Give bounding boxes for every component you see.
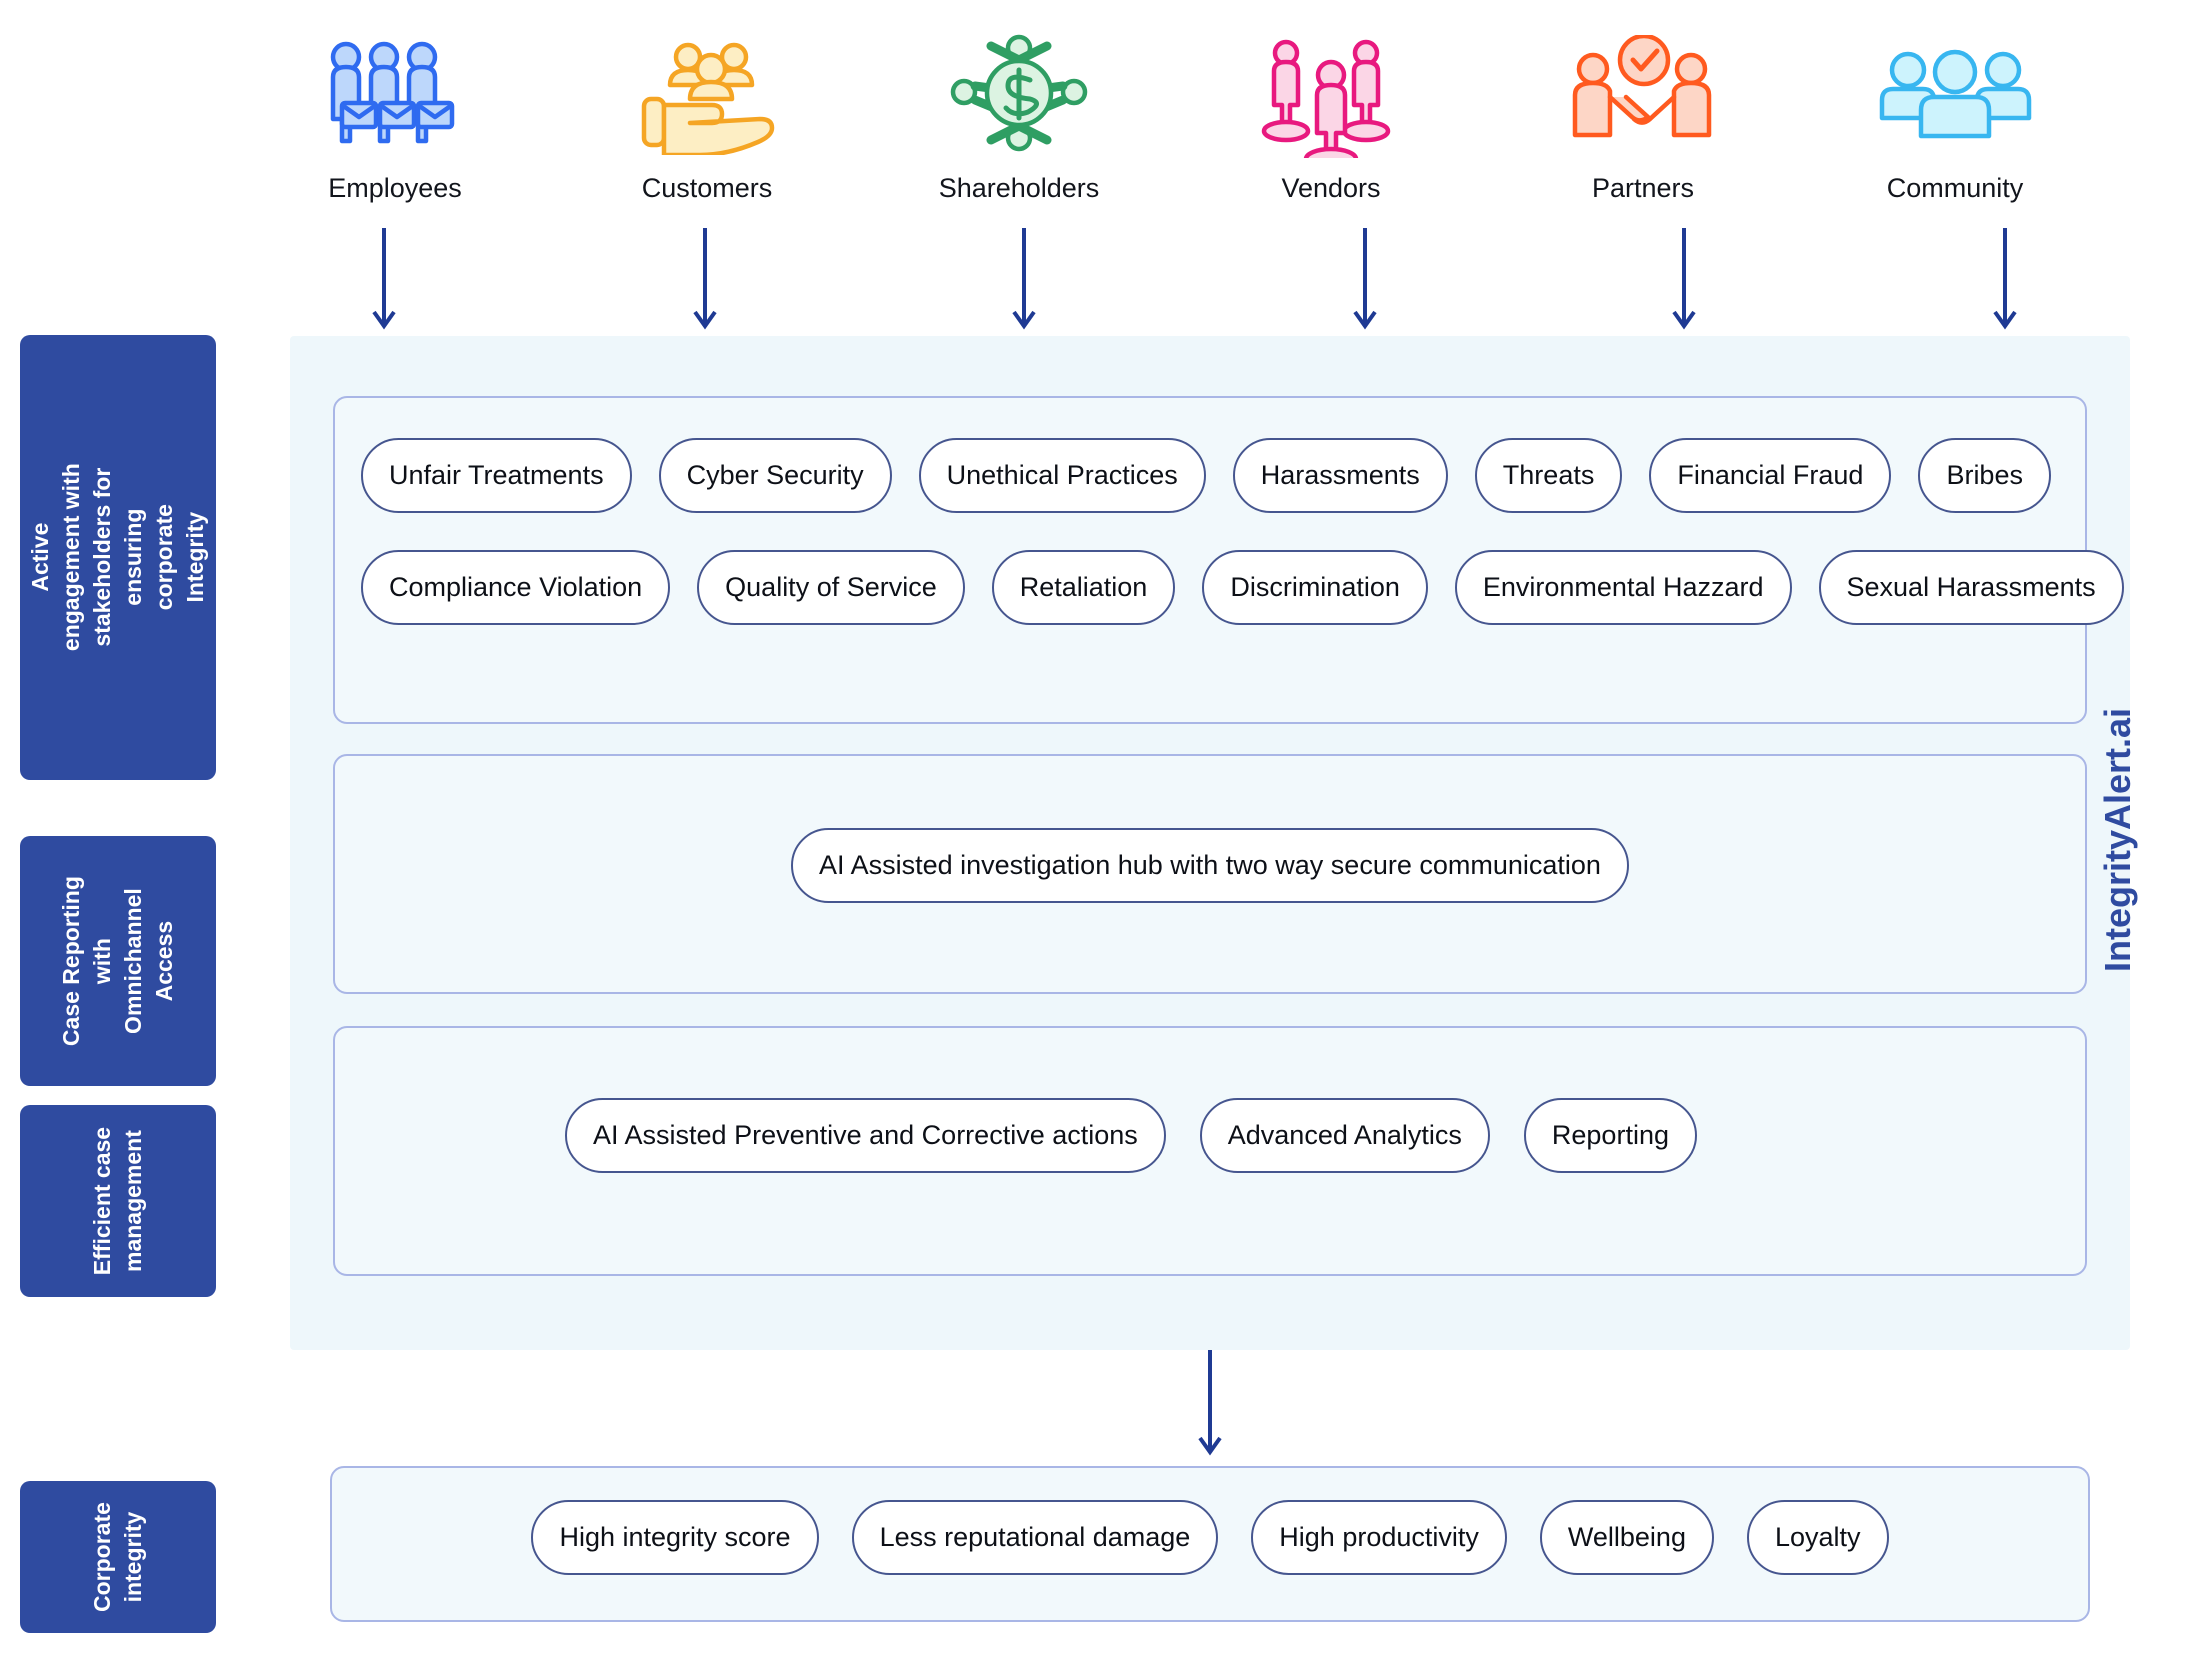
issue-pill[interactable]: Discrimination [1202,550,1428,625]
brand-logo: IntegrityAlert.ai [2088,640,2148,1040]
arrow-to-outcomes [1198,1350,1222,1456]
stakeholder-partners[interactable]: Partners [1538,20,1748,204]
outcome-pill[interactable]: High integrity score [531,1500,819,1575]
sidebar-box-corporate-integrity: Corporate integrity [20,1481,216,1633]
sidebar-box-case-reporting: Case Reporting with Omnichannel Access [20,836,216,1086]
stakeholder-label: Shareholders [938,173,1100,203]
sidebar-box-label: Case Reporting with Omnichannel Access [57,876,178,1046]
sidebar-box-label: Corporate integrity [88,1502,146,1612]
investigation-hub-pill[interactable]: AI Assisted investigation hub with two w… [791,828,1629,903]
outcome-pill[interactable]: High productivity [1251,1500,1507,1575]
stakeholder-vendors[interactable]: Vendors [1226,20,1436,204]
action-pill[interactable]: Reporting [1523,1098,1697,1173]
outcome-pill[interactable]: Wellbeing [1539,1500,1714,1575]
arrow-vendors [1353,228,1377,330]
stakeholder-employees[interactable]: Employees [290,20,500,204]
issue-pill[interactable]: Financial Fraud [1649,438,1892,513]
sidebar-box-case-management: Efficient case management [20,1105,216,1297]
outcome-pill[interactable]: Loyalty [1746,1500,1889,1575]
action-pill[interactable]: Advanced Analytics [1199,1098,1490,1173]
platform-panel: Unfair Treatments Cyber Security Unethic… [290,336,2130,1350]
investigation-hub-row: AI Assisted investigation hub with two w… [335,828,2085,903]
issue-pill[interactable]: Retaliation [991,550,1176,625]
issue-pill[interactable]: Quality of Service [697,550,965,625]
outcomes-card: High integrity score Less reputational d… [330,1466,2090,1622]
issue-pill[interactable]: Harassments [1232,438,1448,513]
arrow-shareholders [1012,228,1036,330]
action-pill[interactable]: AI Assisted Preventive and Corrective ac… [565,1098,1166,1173]
arrow-partners [1672,228,1696,330]
issue-pill[interactable]: Compliance Violation [361,550,671,625]
issue-pill[interactable]: Unethical Practices [918,438,1206,513]
issue-topics-card: Unfair Treatments Cyber Security Unethic… [333,396,2124,724]
issue-topics-row-2: Compliance Violation Quality of Service … [361,550,2124,625]
people-standing-icon [1256,20,1406,170]
dollar-network-icon [944,20,1094,170]
case-management-row: AI Assisted Preventive and Corrective ac… [565,1098,1697,1173]
arrow-community [1993,228,2017,330]
issue-pill[interactable]: Bribes [1918,438,2051,513]
issue-pill[interactable]: Environmental Hazzard [1454,550,1792,625]
issue-pill[interactable]: Cyber Security [658,438,892,513]
stakeholder-shareholders[interactable]: Shareholders [914,20,1124,204]
stakeholder-label: Partners [1591,173,1695,203]
outcome-pill[interactable]: Less reputational damage [851,1500,1219,1575]
sidebar-box-label: Active engagement with stakeholders for … [26,463,209,652]
stakeholder-label: Employees [328,173,462,203]
investigation-hub-card: AI Assisted investigation hub with two w… [333,754,2087,994]
stakeholder-customers[interactable]: Customers [602,20,812,204]
issue-pill[interactable]: Sexual Harassments [1818,550,2124,625]
sidebar-box-stakeholder-engagement: Active engagement with stakeholders for … [20,335,216,780]
issue-pill[interactable]: Threats [1474,438,1623,513]
people-community-icon [1878,20,2033,170]
brand-name: IntegrityAlert.ai [2097,707,2138,973]
arrow-customers [693,228,717,330]
stakeholder-community[interactable]: Community [1850,20,2060,204]
hand-holding-people-icon [632,20,782,170]
stakeholder-label: Community [1886,173,2024,203]
stakeholder-label: Vendors [1281,173,1381,203]
case-management-card: AI Assisted Preventive and Corrective ac… [333,1026,2087,1276]
sidebar-box-label: Efficient case management [88,1126,146,1276]
issue-pill[interactable]: Unfair Treatments [361,438,632,513]
outcomes-row: High integrity score Less reputational d… [332,1500,2088,1575]
handshake-check-icon [1563,20,1723,170]
arrow-employees [372,228,396,330]
stakeholder-row: Employees Customers [290,20,2060,250]
issue-topics-row-1: Unfair Treatments Cyber Security Unethic… [361,438,2051,513]
employees-group-icon [320,20,470,170]
stakeholder-label: Customers [641,173,773,203]
